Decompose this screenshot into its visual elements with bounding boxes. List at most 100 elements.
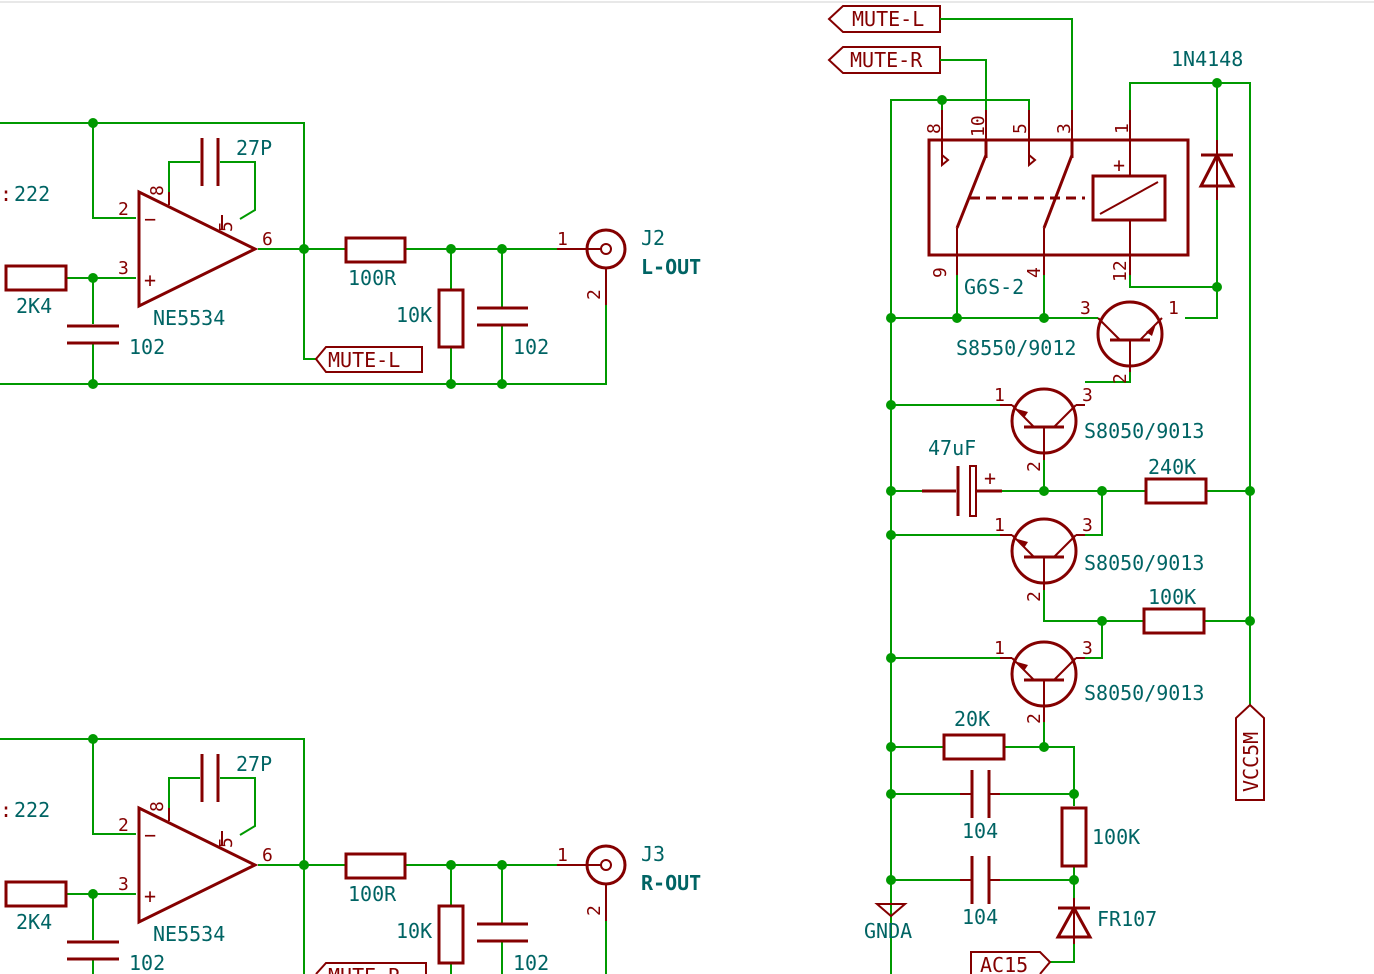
pin-inv: 2 — [118, 199, 129, 220]
res-100r-r: 100R — [344, 852, 407, 906]
cap-222-value: 222 — [14, 182, 50, 206]
opamp-minus: − — [144, 207, 156, 231]
svg-text:100K: 100K — [1092, 825, 1140, 849]
svg-text:1: 1 — [994, 515, 1005, 536]
svg-text:104: 104 — [962, 819, 998, 843]
svg-text:1: 1 — [994, 385, 1005, 406]
connector-j3: 1 2 J3 R-OUT — [557, 842, 701, 921]
svg-text:10K: 10K — [396, 303, 432, 327]
svg-text:MUTE-L: MUTE-L — [328, 348, 400, 372]
pin-8: 8 — [147, 185, 168, 196]
svg-text:3: 3 — [118, 874, 129, 895]
relay-g6s2: + 8 10 5 3 1 9 4 12 G6S-2 — [924, 110, 1190, 299]
svg-text:S8050/9013: S8050/9013 — [1084, 681, 1204, 705]
svg-text:AC15: AC15 — [980, 953, 1028, 974]
svg-text:S8050/9013: S8050/9013 — [1084, 551, 1204, 575]
pin-out: 6 — [262, 229, 273, 250]
res-100r: 100R — [344, 236, 407, 290]
transistor-pnp-s8550: 3 1 2 S8550/9012 — [956, 298, 1179, 384]
label-mute-r-left: MUTE-R — [315, 962, 427, 974]
res-10k-r: 10K — [396, 904, 465, 965]
res-20k: 20K — [942, 707, 1006, 761]
opamp-plus: + — [144, 268, 156, 292]
svg-text:+: + — [144, 884, 156, 908]
svg-text:3: 3 — [1082, 385, 1093, 406]
cap-102-bias: 102 — [67, 324, 165, 359]
svg-text:10: 10 — [968, 115, 989, 137]
svg-text:3: 3 — [1082, 638, 1093, 659]
svg-text:6: 6 — [262, 845, 273, 866]
res-100k-b: 100K — [1060, 806, 1140, 868]
svg-text:+: + — [1113, 153, 1125, 177]
label-mute-l: MUTE-L — [827, 5, 941, 33]
svg-text:10K: 10K — [396, 919, 432, 943]
svg-text:FR107: FR107 — [1097, 907, 1157, 931]
mute-control-circuit: MUTE-L MUTE-R — [827, 5, 1265, 974]
svg-text:222: 222 — [14, 798, 50, 822]
svg-text:102: 102 — [129, 951, 165, 974]
left-output-stage: − + 2 3 6 8 5 NE5534 27P : 222 2K4 102 — [0, 118, 701, 389]
svg-text:S8050/9013: S8050/9013 — [1084, 419, 1204, 443]
svg-text:240K: 240K — [1148, 455, 1196, 479]
res-100k-a: 100K — [1142, 585, 1206, 635]
svg-text:−: − — [144, 823, 156, 847]
svg-text:20K: 20K — [954, 707, 990, 731]
j2-name: L-OUT — [641, 255, 701, 279]
svg-text:2: 2 — [1110, 373, 1131, 384]
cap-102-bias-r: 102 — [67, 940, 165, 974]
cap-47uf: + 47uF — [922, 436, 1002, 517]
svg-text:2K4: 2K4 — [16, 910, 52, 934]
label-ac15: AC15 — [970, 951, 1052, 974]
res-2k4: 2K4 — [4, 264, 68, 318]
opamp-symbol: − + 2 3 6 8 5 NE5534 — [118, 185, 273, 330]
right-output-stage: − + 2 3 6 8 5 NE5534 27P : 222 2K4 102 — [0, 734, 701, 974]
svg-text:102: 102 — [513, 951, 549, 974]
relay-value: G6S-2 — [964, 275, 1024, 299]
svg-text:3: 3 — [1080, 298, 1091, 319]
svg-text:1: 1 — [1112, 123, 1133, 134]
svg-text:100K: 100K — [1148, 585, 1196, 609]
svg-text:4: 4 — [1024, 267, 1045, 278]
svg-text:2: 2 — [584, 289, 605, 300]
svg-text:3: 3 — [1082, 515, 1093, 536]
transistor-npn-3: 1 3 2 S8050/9013 — [994, 638, 1204, 724]
svg-text:102: 102 — [129, 335, 165, 359]
svg-text::: : — [0, 182, 12, 206]
svg-text:8: 8 — [924, 123, 945, 134]
cap-102-out: 102 — [477, 306, 549, 359]
svg-text:8: 8 — [147, 801, 168, 812]
svg-text:S8550/9012: S8550/9012 — [956, 336, 1076, 360]
svg-text:5: 5 — [1010, 123, 1031, 134]
gnda-symbol: GNDA — [864, 903, 912, 943]
svg-text:VCC5M: VCC5M — [1239, 732, 1263, 792]
cap-27p: 27P — [200, 136, 272, 186]
svg-text:100R: 100R — [348, 266, 397, 290]
svg-text:2: 2 — [1024, 713, 1045, 724]
label-mute-l-left: MUTE-L — [314, 346, 423, 373]
svg-text:GNDA: GNDA — [864, 919, 912, 943]
svg-text:5: 5 — [216, 837, 237, 848]
svg-text:2: 2 — [118, 815, 129, 836]
connector-j2: 1 2 J2 L-OUT — [557, 226, 701, 305]
svg-text:J3: J3 — [641, 842, 665, 866]
svg-text:102: 102 — [513, 335, 549, 359]
res-2k4-r: 2K4 — [4, 880, 68, 934]
opamp-value: NE5534 — [153, 306, 225, 330]
svg-text:104: 104 — [962, 905, 998, 929]
transistor-npn-1: 1 3 2 S8050/9013 — [994, 385, 1204, 472]
svg-text::: : — [0, 798, 12, 822]
svg-text:9: 9 — [930, 267, 951, 278]
svg-text:MUTE-L: MUTE-L — [852, 7, 924, 31]
svg-text:MUTE-R: MUTE-R — [328, 964, 401, 974]
pin-noninv: 3 — [118, 258, 129, 279]
svg-text:1: 1 — [1168, 298, 1179, 319]
svg-text:2K4: 2K4 — [16, 294, 52, 318]
opamp-symbol-r: − + 2 3 6 8 5 NE5534 — [118, 801, 273, 946]
svg-text:100R: 100R — [348, 882, 397, 906]
cap-104-b: 104 — [960, 856, 1000, 929]
diode-fr107: FR107 — [1055, 898, 1157, 944]
svg-text:1: 1 — [994, 638, 1005, 659]
svg-text:NE5534: NE5534 — [153, 922, 225, 946]
j2-ref: J2 — [641, 226, 665, 250]
